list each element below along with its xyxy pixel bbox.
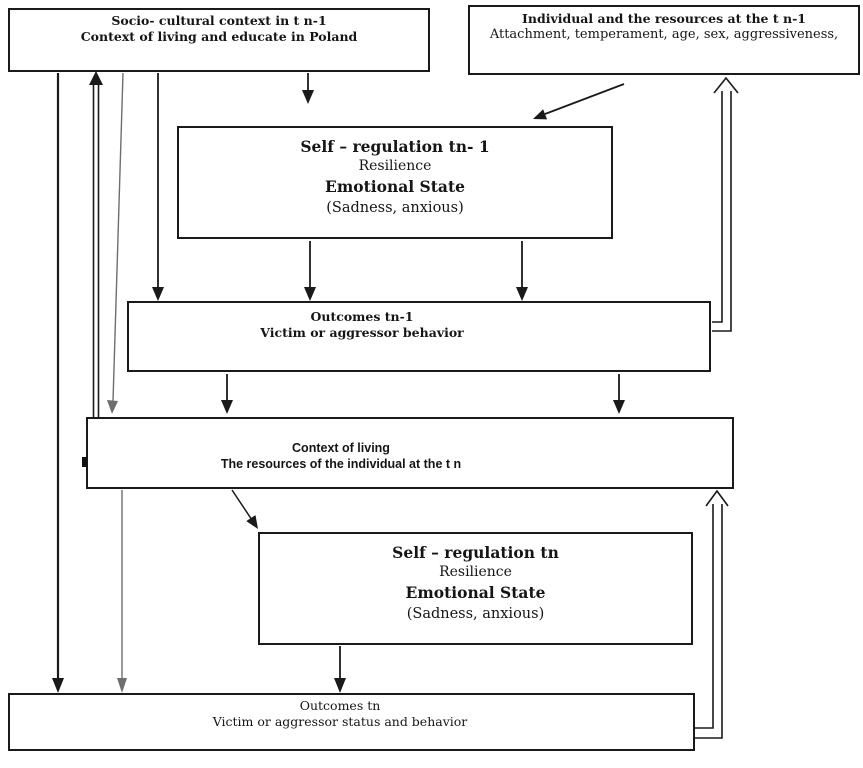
outcomes-tn-line1: Outcomes tn (299, 698, 381, 713)
arrow-context-to-selfreg2 (231, 489, 258, 529)
individual-line2: Attachment, temperament, age, sex, aggre… (489, 27, 839, 42)
arrow-individual-to-selfreg1 (533, 83, 625, 120)
box-self-regulation-tn1 (177, 126, 613, 239)
arrow-selfreg1-to-outcomes1-right (516, 241, 528, 301)
outcomes-tn-line2: Victim or aggressor status and behavior (212, 714, 468, 729)
selfreg-tn1-title: Self – regulation tn- 1 (300, 137, 490, 156)
outcomes-tn1-line1: Outcomes tn-1 (310, 309, 414, 324)
stray-tick-mark (82, 457, 87, 467)
context-tn-box-text: Context of living The resources of the i… (86, 440, 596, 472)
arrow-selfreg2-to-outcomes2 (334, 646, 346, 693)
selfreg-tn-emotional-state: Emotional State (405, 583, 546, 602)
box-outcomes-tn1 (127, 301, 711, 372)
box-individual-resources (468, 5, 860, 75)
socio-line1: Socio- cultural context in t n-1 (111, 13, 327, 28)
arrow-socio-to-outcomes2 (52, 73, 64, 693)
arrow-socio-to-context-gray (107, 72, 124, 414)
arrow-socio-to-selfreg1 (302, 73, 314, 104)
selfreg-tn1-sadness: (Sadness, anxious) (326, 200, 464, 216)
socio-line2: Context of living and educate in Poland (80, 29, 358, 44)
selfreg-tn1-box-text: Self – regulation tn- 1 Resilience Emoti… (177, 136, 613, 219)
selfreg-tn1-resilience: Resilience (358, 158, 432, 174)
selfreg-tn-resilience: Resilience (439, 564, 512, 580)
individual-line1: Individual and the resources at the t n-… (522, 11, 806, 26)
feedback-arrow-outcomes1-to-individual (712, 76, 739, 332)
arrow-outcomes1-to-context-right (613, 374, 625, 414)
box-outcomes-tn (8, 693, 695, 751)
feedback-arrow-context-to-socio (89, 71, 103, 417)
arrow-socio-to-outcomes1 (152, 73, 164, 301)
box-self-regulation-tn (258, 532, 693, 645)
box-socio-cultural-context (8, 8, 430, 72)
arrow-selfreg1-to-outcomes1-left (304, 241, 316, 301)
arrow-outcomes1-to-context-left (221, 374, 233, 414)
selfreg-tn-sadness: (Sadness, anxious) (406, 606, 545, 622)
feedback-arrow-outcomes2-to-context (695, 489, 729, 739)
outcomes-tn1-box-text: Outcomes tn-1 Victim or aggressor behavi… (127, 309, 597, 341)
socio-box-text: Socio- cultural context in t n-1 Context… (8, 13, 430, 45)
box-context-of-living-tn (86, 417, 734, 489)
outcomes-tn1-line2: Victim or aggressor behavior (260, 325, 464, 340)
outcomes-tn-box-text: Outcomes tn Victim or aggressor status a… (8, 698, 672, 730)
context-tn-line2: The resources of the individual at the t… (220, 457, 462, 471)
individual-box-text: Individual and the resources at the t n-… (468, 11, 860, 43)
arrow-context-to-outcomes2-gray (117, 490, 127, 693)
selfreg-tn-title: Self – regulation tn (392, 543, 559, 562)
context-tn-line1: Context of living (292, 441, 390, 455)
selfreg-tn-box-text: Self – regulation tn Resilience Emotiona… (258, 542, 693, 625)
selfreg-tn1-emotional-state: Emotional State (325, 177, 465, 196)
